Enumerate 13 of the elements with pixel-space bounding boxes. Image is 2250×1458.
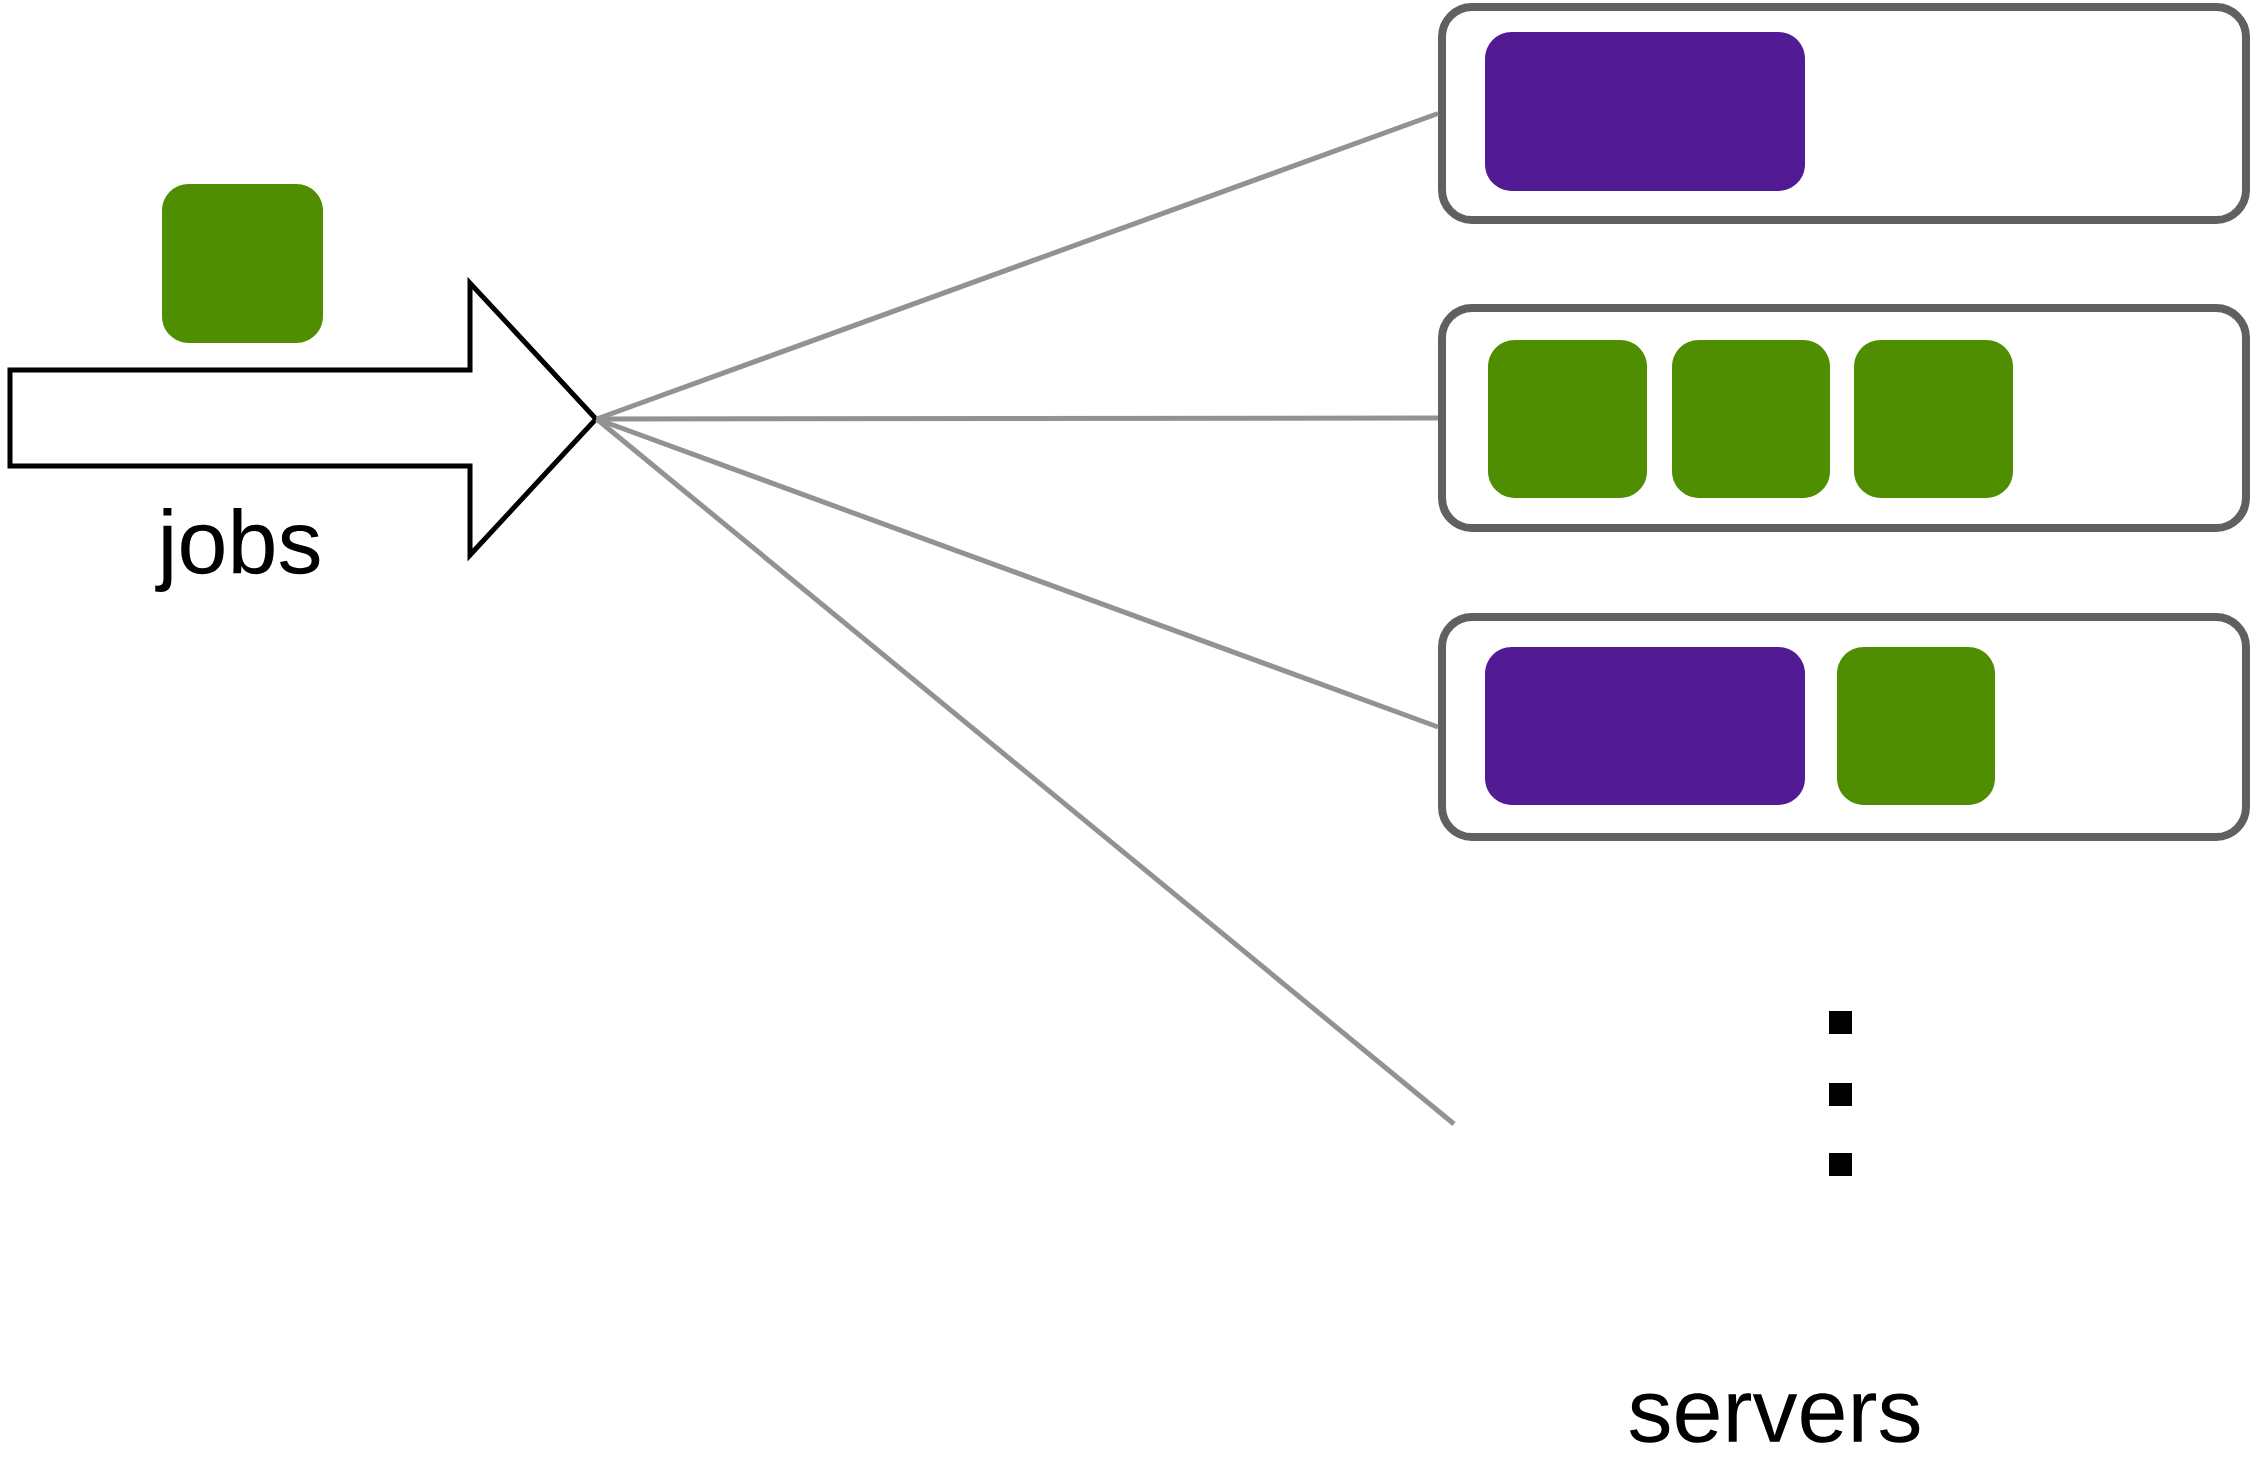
- job-block: [1672, 340, 1830, 498]
- connector-line: [595, 417, 1456, 1126]
- job-block: [1854, 340, 2013, 498]
- job-block: [1485, 647, 1805, 805]
- arrow-label: jobs: [155, 508, 320, 592]
- connector-line: [595, 111, 1439, 422]
- job-block: [1837, 647, 1995, 805]
- job-block: [162, 184, 323, 343]
- caption-label: servers: [1630, 1393, 1920, 1443]
- job-block: [1485, 32, 1805, 191]
- connector-line: [595, 416, 1439, 730]
- job-block: [1488, 340, 1647, 498]
- connector-line: [596, 415, 1439, 422]
